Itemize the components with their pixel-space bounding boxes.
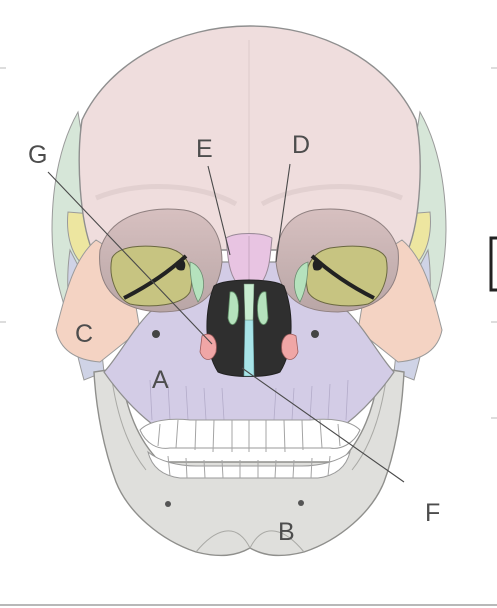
inferior-nasal-concha-right xyxy=(281,333,299,360)
leader-line-g xyxy=(47,171,213,345)
middle-nasal-concha-left xyxy=(227,291,239,325)
middle-nasal-concha-right xyxy=(257,291,269,325)
leader-line-f xyxy=(241,367,405,483)
leader-line-d xyxy=(275,163,291,263)
mandible-ramus-line xyxy=(111,379,147,471)
ethmoid-orbital-right xyxy=(294,261,309,303)
optic-canal xyxy=(175,259,186,271)
brow-ridge xyxy=(95,184,238,207)
label-b: B xyxy=(278,518,295,546)
upper-teeth-row xyxy=(139,418,361,449)
label-g: G xyxy=(28,141,47,169)
label-c: C xyxy=(75,320,93,348)
mandible-ramus-line xyxy=(351,379,387,471)
inferior-nasal-concha-left xyxy=(199,333,217,360)
orbit-bones-left xyxy=(110,245,193,307)
mental-foramen xyxy=(298,500,304,506)
lower-teeth-dividers xyxy=(167,455,331,479)
brow-ridge xyxy=(260,184,403,207)
upper-teeth-dividers xyxy=(157,419,341,453)
infraorbital-foramen xyxy=(152,330,160,338)
label-e: E xyxy=(196,135,213,163)
lower-teeth-row xyxy=(147,450,351,479)
label-a: A xyxy=(152,366,169,394)
ethmoid-orbital-left xyxy=(189,261,204,303)
orbit-bones-right xyxy=(305,245,388,307)
teeth xyxy=(139,418,361,479)
frontal-bone xyxy=(78,25,421,251)
label-f: F xyxy=(425,499,440,527)
mental-foramen xyxy=(165,501,171,507)
frame-right-mark xyxy=(489,236,497,292)
vomer xyxy=(243,319,255,377)
infraorbital-foramen xyxy=(311,330,319,338)
perpendicular-plate xyxy=(243,283,255,321)
leader-line-e xyxy=(207,165,231,256)
mandible-chin-line xyxy=(195,530,305,553)
optic-canal xyxy=(312,259,323,271)
label-d: D xyxy=(292,131,310,159)
